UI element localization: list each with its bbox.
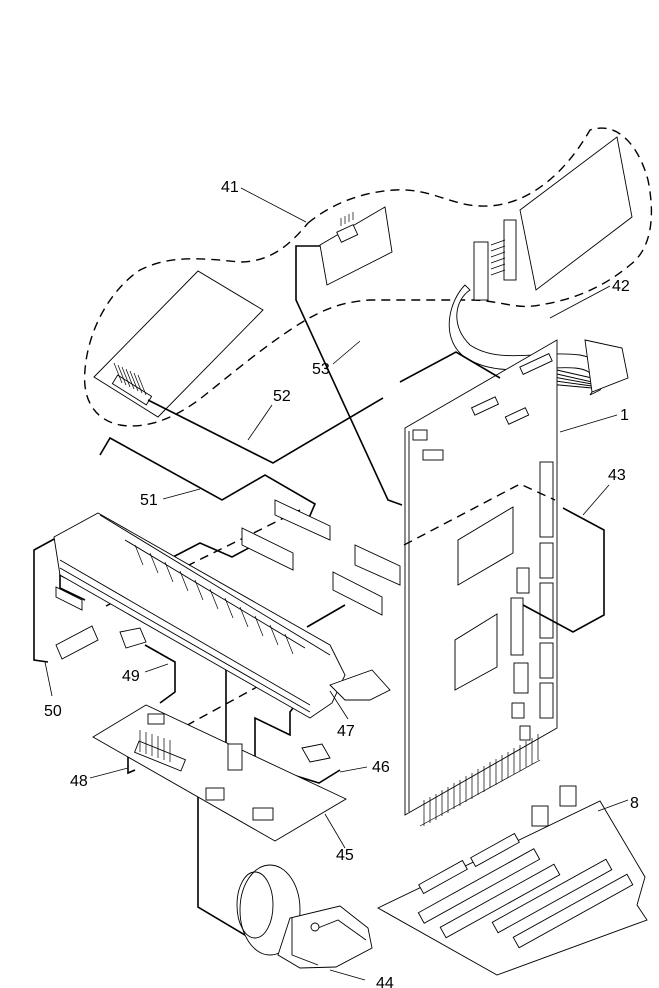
callout-48: 48	[70, 773, 88, 790]
card-slot-a	[540, 462, 553, 537]
card-top-part-2	[423, 450, 443, 460]
callout-44: 44	[376, 975, 394, 988]
ribbon-card-connector	[504, 220, 516, 280]
connector-small-left	[56, 587, 82, 610]
leader-49	[145, 664, 168, 672]
connector-block-3	[275, 500, 330, 540]
callout-50: 50	[44, 703, 62, 720]
cable-to-connector	[307, 605, 345, 627]
leader-1	[560, 415, 617, 432]
card-top-part-1	[413, 430, 427, 440]
leader-46	[340, 767, 367, 772]
card-part-3	[512, 703, 524, 718]
interposer-card	[320, 207, 392, 285]
callout-47: 47	[337, 723, 355, 740]
card-slot-c	[540, 583, 553, 638]
sensor-46	[302, 744, 330, 762]
callout-52: 52	[273, 388, 291, 405]
callout-51: 51	[140, 492, 158, 509]
leader-41	[241, 188, 306, 222]
left-card	[94, 271, 263, 417]
leader-51	[163, 489, 200, 499]
board-connector-2	[206, 788, 224, 800]
leader-45	[325, 814, 345, 848]
ribbon-plug	[585, 340, 628, 392]
cable-52	[148, 398, 383, 463]
board-connector-3	[253, 808, 273, 820]
motor-shaft	[311, 923, 319, 931]
cable-49	[145, 645, 175, 703]
callout-8: 8	[630, 795, 639, 812]
leader-42	[550, 286, 610, 318]
card-part-1	[517, 568, 529, 593]
cable-50	[34, 538, 56, 662]
leader-50	[45, 662, 52, 696]
callout-49: 49	[122, 668, 140, 685]
card-part-4	[520, 726, 530, 740]
board-connector-4	[228, 744, 242, 770]
leader-44	[330, 970, 365, 980]
leader-43	[583, 485, 609, 515]
ribbon-end-connector	[474, 242, 488, 300]
ribbon-pins	[491, 240, 505, 275]
connector-block-1	[242, 528, 293, 570]
ribbon-card	[520, 137, 632, 290]
card-part-2	[514, 663, 528, 693]
board-chip-2	[560, 786, 576, 806]
leader-52	[248, 405, 272, 440]
callout-43: 43	[608, 467, 626, 484]
board-chip-1	[532, 806, 548, 826]
callout-45: 45	[336, 847, 354, 864]
card-header	[511, 598, 523, 655]
connector-block-4	[355, 545, 400, 585]
leader-53	[333, 341, 360, 364]
sensor-49	[120, 628, 146, 648]
card-slot-b	[540, 543, 553, 578]
callout-1: 1	[620, 407, 629, 424]
control-board	[93, 705, 346, 841]
connector-pins	[341, 212, 353, 226]
card-slot-d	[540, 643, 553, 678]
clip-50	[56, 626, 98, 659]
card-slot-e	[540, 683, 553, 718]
callout-42: 42	[612, 278, 630, 295]
board-connector-1	[148, 714, 164, 724]
callout-53: 53	[312, 361, 330, 378]
leader-48	[90, 768, 128, 778]
callout-46: 46	[372, 759, 390, 776]
callout-41: 41	[221, 179, 239, 196]
